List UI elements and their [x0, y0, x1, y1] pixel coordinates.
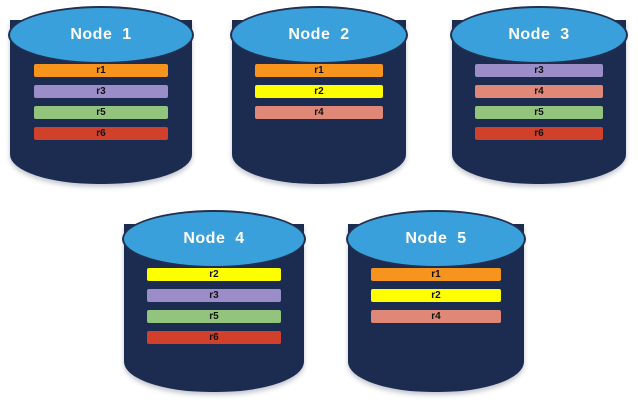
record-list: r3 r4 r5 r6: [452, 64, 626, 148]
database-node-4[interactable]: Node 4 r2 r3 r5 r6: [122, 210, 306, 392]
record-bar-r6[interactable]: r6: [474, 127, 604, 140]
record-bar-r1[interactable]: r1: [370, 268, 502, 281]
record-bar-r5[interactable]: r5: [147, 310, 281, 323]
node-label: Node 4: [183, 230, 245, 247]
record-bar-r5[interactable]: r5: [474, 106, 604, 119]
node-label: Node 2: [288, 26, 350, 43]
database-node-5[interactable]: Node 5 r1 r2 r4: [346, 210, 526, 392]
record-bar-r2[interactable]: r2: [370, 289, 502, 302]
cylinder-top: [10, 8, 192, 62]
database-node-3[interactable]: Node 3 r3 r4 r5 r6: [450, 6, 628, 184]
cylinder-top: [452, 8, 626, 62]
record-bar-r3[interactable]: r3: [474, 64, 604, 77]
node-label: Node 5: [405, 230, 467, 247]
cylinder-icon: [450, 6, 628, 184]
cylinder-top: [124, 212, 304, 266]
record-bar-r6[interactable]: r6: [147, 331, 281, 344]
record-list: r2 r3 r5 r6: [124, 268, 304, 352]
record-list: r1 r3 r5 r6: [10, 64, 192, 148]
node-label: Node 1: [70, 26, 132, 43]
node-label: Node 3: [508, 26, 570, 43]
database-node-2[interactable]: Node 2 r1 r2 r4: [230, 6, 408, 184]
record-bar-r2[interactable]: r2: [254, 85, 384, 98]
record-bar-r3[interactable]: r3: [147, 289, 281, 302]
record-bar-r4[interactable]: r4: [254, 106, 384, 119]
record-bar-r1[interactable]: r1: [254, 64, 384, 77]
record-list: r1 r2 r4: [348, 268, 524, 331]
cylinder-top: [232, 8, 406, 62]
cylinder-icon: [122, 210, 306, 392]
record-bar-r1[interactable]: r1: [33, 64, 169, 77]
database-node-1[interactable]: Node 1 r1 r3 r5 r6: [8, 6, 194, 184]
record-bar-r4[interactable]: r4: [370, 310, 502, 323]
cylinder-icon: [8, 6, 194, 184]
record-bar-r4[interactable]: r4: [474, 85, 604, 98]
record-bar-r5[interactable]: r5: [33, 106, 169, 119]
record-bar-r2[interactable]: r2: [147, 268, 281, 281]
record-list: r1 r2 r4: [232, 64, 406, 127]
cylinder-icon: [346, 210, 526, 392]
record-bar-r3[interactable]: r3: [33, 85, 169, 98]
record-bar-r6[interactable]: r6: [33, 127, 169, 140]
cylinder-top: [348, 212, 524, 266]
cylinder-icon: [230, 6, 408, 184]
